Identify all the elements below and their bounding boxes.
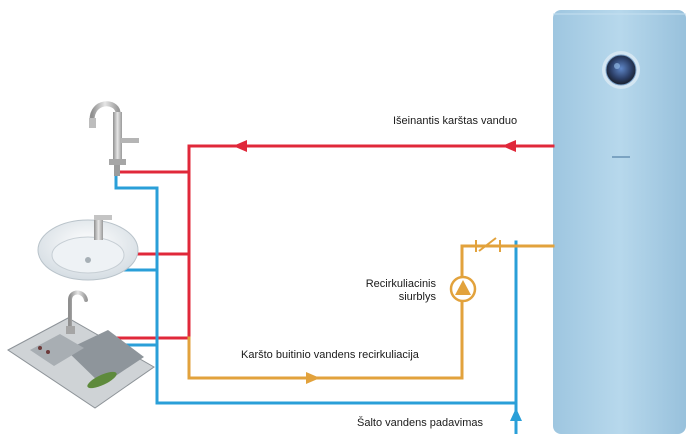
brand-mark [612, 156, 630, 158]
label-pump-line2: siurblys [399, 291, 437, 303]
hot-water-pipe [68, 144, 555, 340]
recirc-flow-arrow [306, 372, 320, 384]
control-display-icon [602, 51, 640, 89]
check-valve-icon [470, 237, 505, 252]
pipe-network [68, 144, 555, 434]
label-recirculation: Karšto buitinio vandens recirkuliacija [241, 349, 420, 361]
hot-flow-arrow-right [502, 140, 516, 152]
cold-flow-arrow [510, 408, 522, 421]
label-hot-water-out: Išeinantis karštas vanduo [393, 115, 517, 127]
label-cold-water-in: Šalto vandens padavimas [357, 416, 483, 429]
hot-flow-arrow-left [233, 140, 247, 152]
pump-icon [449, 275, 477, 303]
unit-body [553, 10, 686, 434]
heat-pump-unit [553, 10, 686, 434]
faucet-icon [89, 101, 139, 176]
recirc-pipe [187, 244, 472, 380]
label-pump-line1: Recirkuliacinis [366, 278, 437, 290]
washbasin-icon [37, 215, 139, 281]
kitchen-sink-icon [7, 290, 155, 409]
cold-water-pipe [114, 174, 518, 434]
